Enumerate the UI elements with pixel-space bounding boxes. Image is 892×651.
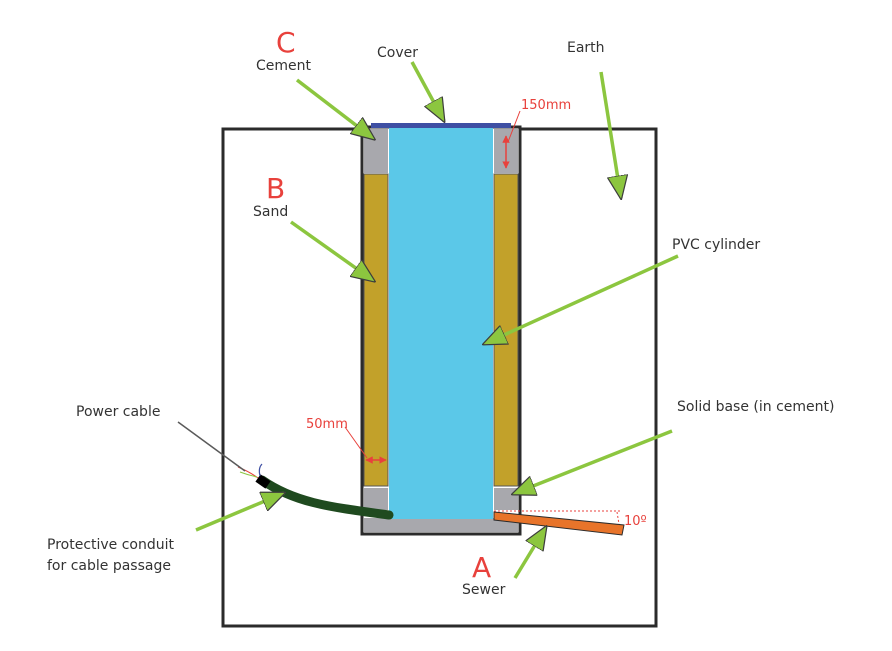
cement-bottom-right [494,488,518,510]
label-sewer: Sewer [462,582,506,598]
arrow-conduit [195,491,284,532]
letter-c: C [276,26,296,59]
dimension-50mm-leader [344,426,368,459]
label-cover: Cover [377,45,418,61]
letter-b: B [266,172,285,205]
cover [371,123,511,128]
dimension-150mm-label: 150mm [521,98,571,113]
label-cement: Cement [256,58,312,74]
dimension-50mm-label: 50mm [306,417,348,432]
conduit-end [255,474,271,489]
arrow-pvc-cylinder [484,254,679,346]
arrow-sand [289,220,374,281]
arrow-solid-base [513,429,673,494]
protective-conduit [257,475,394,520]
label-sand: Sand [253,204,288,220]
cement-base [364,518,518,532]
dimension-150mm-leader [507,110,521,143]
label-earth: Earth [567,40,605,56]
power-cable-wire-blue [258,463,263,477]
power-cable-wire-green [239,471,258,478]
label-pvc-cylinder: PVC cylinder [672,237,760,253]
arrow-sewer [513,527,546,579]
pointer-arrows [177,61,679,579]
letter-a: A [472,551,491,584]
arrow-cover [410,61,444,121]
arrow-power-cable [177,421,246,472]
label-solid-base: Solid base (in cement) [677,399,834,415]
label-conduit-line1: Protective conduit [47,537,175,553]
arrow-earth [599,71,621,198]
cement-bottom-left [364,488,388,510]
label-power-cable: Power cable [76,404,160,420]
dimension-angle-label: 10º [624,514,647,529]
sewer-pipe [493,511,625,536]
arrow-cement [295,78,374,139]
pvc-cylinder [389,127,493,519]
label-conduit-line2: for cable passage [47,558,171,574]
sand-left [363,173,389,487]
